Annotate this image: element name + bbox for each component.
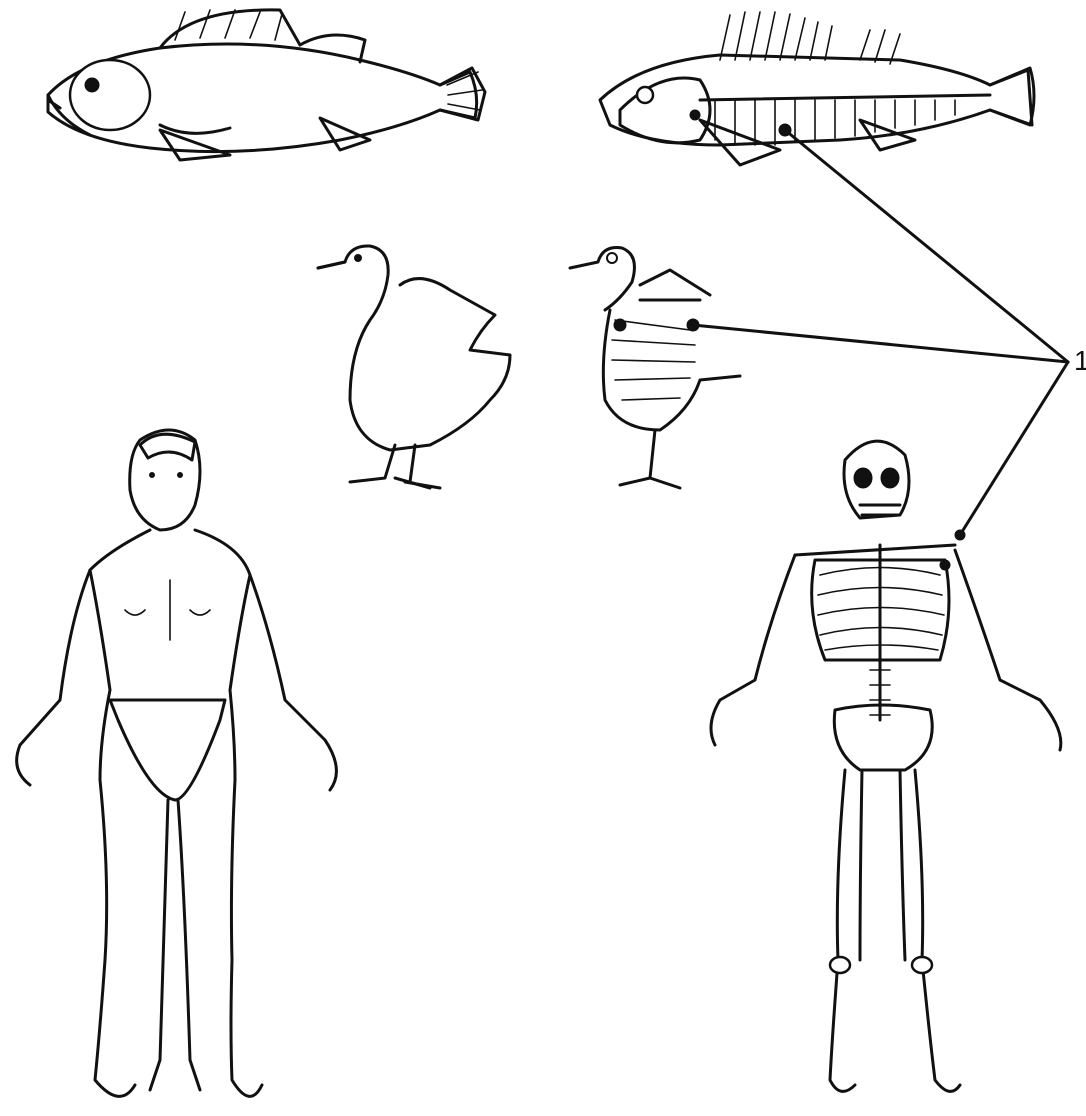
human-bone-marker	[940, 560, 950, 570]
bird-skeleton	[570, 248, 740, 488]
fish	[48, 10, 485, 160]
fish-skeleton	[600, 12, 1034, 165]
callout-label: 1	[1074, 345, 1086, 376]
bird	[318, 246, 510, 488]
human-figure	[17, 430, 337, 1096]
human-skeleton	[711, 441, 1061, 1091]
